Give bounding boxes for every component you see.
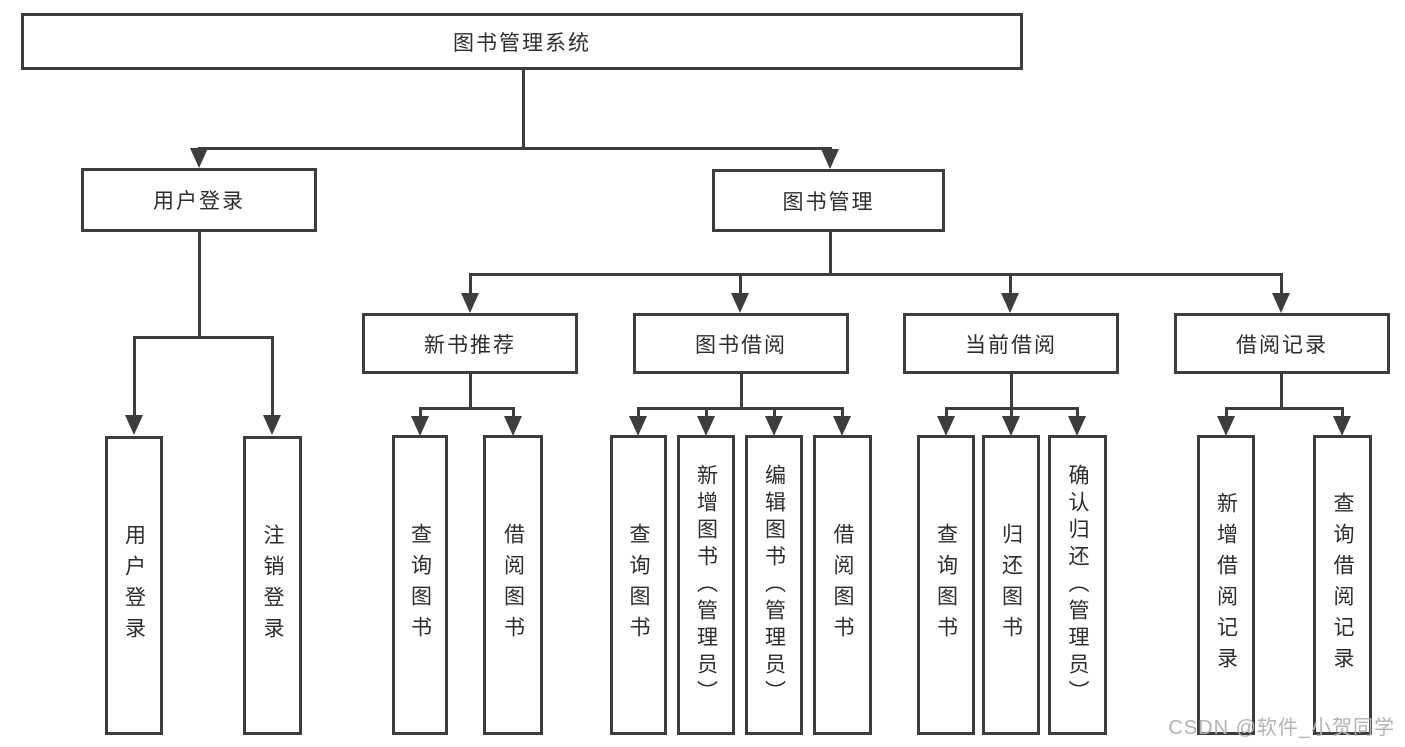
leaf-confirm-return-admin: 确认归还（管理员） <box>1048 435 1107 735</box>
arrow-down-icon <box>765 416 783 436</box>
node-book-mgmt: 图书管理 <box>712 169 945 232</box>
leaf-query-borrow-record: 查询借阅记录 <box>1313 435 1372 735</box>
connector-hline <box>637 407 844 410</box>
leaf-return-book-label: 归还图书 <box>999 523 1023 647</box>
node-root: 图书管理系统 <box>21 13 1023 70</box>
arrow-down-icon <box>731 293 749 313</box>
connector-vline <box>522 70 525 148</box>
leaf-borrow-books-borrow: 借阅图书 <box>813 435 872 735</box>
connector-vline <box>841 407 844 418</box>
csdn-watermark: CSDN @软件_小贺同学 <box>1168 717 1395 739</box>
arrow-down-icon <box>190 148 208 168</box>
leaf-query-borrow-record-label: 查询借阅记录 <box>1331 492 1354 678</box>
connector-hline <box>133 336 273 339</box>
node-new-books: 新书推荐 <box>362 313 578 374</box>
arrow-down-icon <box>263 415 281 435</box>
node-borrow-records: 借阅记录 <box>1174 313 1390 374</box>
node-book-mgmt-label: 图书管理 <box>782 190 875 214</box>
connector-vline <box>1280 374 1283 408</box>
arrow-down-icon <box>504 416 522 436</box>
connector-hline <box>419 407 515 410</box>
leaf-logout-label: 注销登录 <box>261 523 284 648</box>
connector-vline <box>740 374 743 408</box>
leaf-confirm-return-admin-label: 确认归还（管理员） <box>1066 463 1089 707</box>
connector-vline <box>1010 374 1013 408</box>
arrow-down-icon <box>1272 293 1290 313</box>
leaf-user-login: 用户登录 <box>105 436 163 735</box>
node-user-login-label: 用户登录 <box>153 190 245 213</box>
connector-vline <box>512 407 515 418</box>
connector-vline <box>739 273 742 295</box>
leaf-logout: 注销登录 <box>243 436 302 735</box>
connector-vline <box>1076 407 1079 418</box>
connector-vline <box>1341 407 1344 418</box>
connector-vline <box>1009 273 1012 295</box>
connector-vline <box>198 232 201 337</box>
connector-vline <box>133 336 136 417</box>
leaf-user-login-label: 用户登录 <box>122 523 146 648</box>
leaf-edit-book-admin: 编辑图书（管理员） <box>745 435 803 735</box>
leaf-add-borrow-record-label: 新增借阅记录 <box>1214 492 1238 678</box>
arrow-down-icon <box>1333 416 1351 436</box>
node-current-borrow-label: 当前借阅 <box>965 333 1057 357</box>
leaf-borrow-books-borrow-label: 借阅图书 <box>831 523 854 647</box>
connector-vline <box>945 407 948 418</box>
leaf-query-books-borrow: 查询图书 <box>610 435 667 735</box>
leaf-query-books-new: 查询图书 <box>392 435 448 735</box>
leaf-borrow-books-new: 借阅图书 <box>483 435 543 735</box>
connector-vline <box>773 407 776 418</box>
connector-vline <box>1280 273 1283 295</box>
node-root-label: 图书管理系统 <box>453 31 591 55</box>
arrow-down-icon <box>629 416 647 436</box>
leaf-query-books-current: 查询图书 <box>917 435 975 735</box>
leaf-edit-book-admin-label: 编辑图书（管理员） <box>762 463 786 707</box>
connector-hline <box>1225 407 1344 410</box>
node-current-borrow: 当前借阅 <box>903 313 1119 374</box>
arrow-down-icon <box>411 416 429 436</box>
connector-vline <box>637 407 640 418</box>
connector-vline <box>469 374 472 408</box>
connector-vline <box>829 232 832 274</box>
connector-vline <box>1225 407 1228 418</box>
connector-vline <box>1010 407 1013 418</box>
arrow-down-icon <box>1002 416 1020 436</box>
leaf-add-book-admin-label: 新增图书（管理员） <box>694 463 718 707</box>
arrow-down-icon <box>461 293 479 313</box>
leaf-borrow-books-new-label: 借阅图书 <box>501 523 525 647</box>
leaf-add-borrow-record: 新增借阅记录 <box>1197 435 1255 735</box>
node-borrow-records-label: 借阅记录 <box>1236 333 1328 357</box>
arrow-down-icon <box>1068 416 1086 436</box>
connector-hline <box>198 147 832 150</box>
arrow-down-icon <box>1217 416 1235 436</box>
node-book-borrow: 图书借阅 <box>633 313 849 374</box>
node-user-login: 用户登录 <box>81 168 317 232</box>
leaf-return-book: 归还图书 <box>982 435 1040 735</box>
arrow-down-icon <box>1001 293 1019 313</box>
arrow-down-icon <box>937 416 955 436</box>
connector-vline <box>705 407 708 418</box>
node-new-books-label: 新书推荐 <box>424 333 516 357</box>
connector-hline <box>469 273 1283 276</box>
arrow-down-icon <box>821 149 839 169</box>
node-book-borrow-label: 图书借阅 <box>695 333 787 357</box>
leaf-query-books-new-label: 查询图书 <box>408 523 432 647</box>
arrow-down-icon <box>833 416 851 436</box>
arrow-down-icon <box>125 415 143 435</box>
connector-vline <box>469 273 472 295</box>
connector-vline <box>271 336 274 417</box>
arrow-down-icon <box>697 416 715 436</box>
leaf-query-books-current-label: 查询图书 <box>934 523 958 647</box>
leaf-add-book-admin: 新增图书（管理员） <box>677 435 735 735</box>
leaf-query-books-borrow-label: 查询图书 <box>627 523 650 647</box>
connector-vline <box>419 407 422 418</box>
